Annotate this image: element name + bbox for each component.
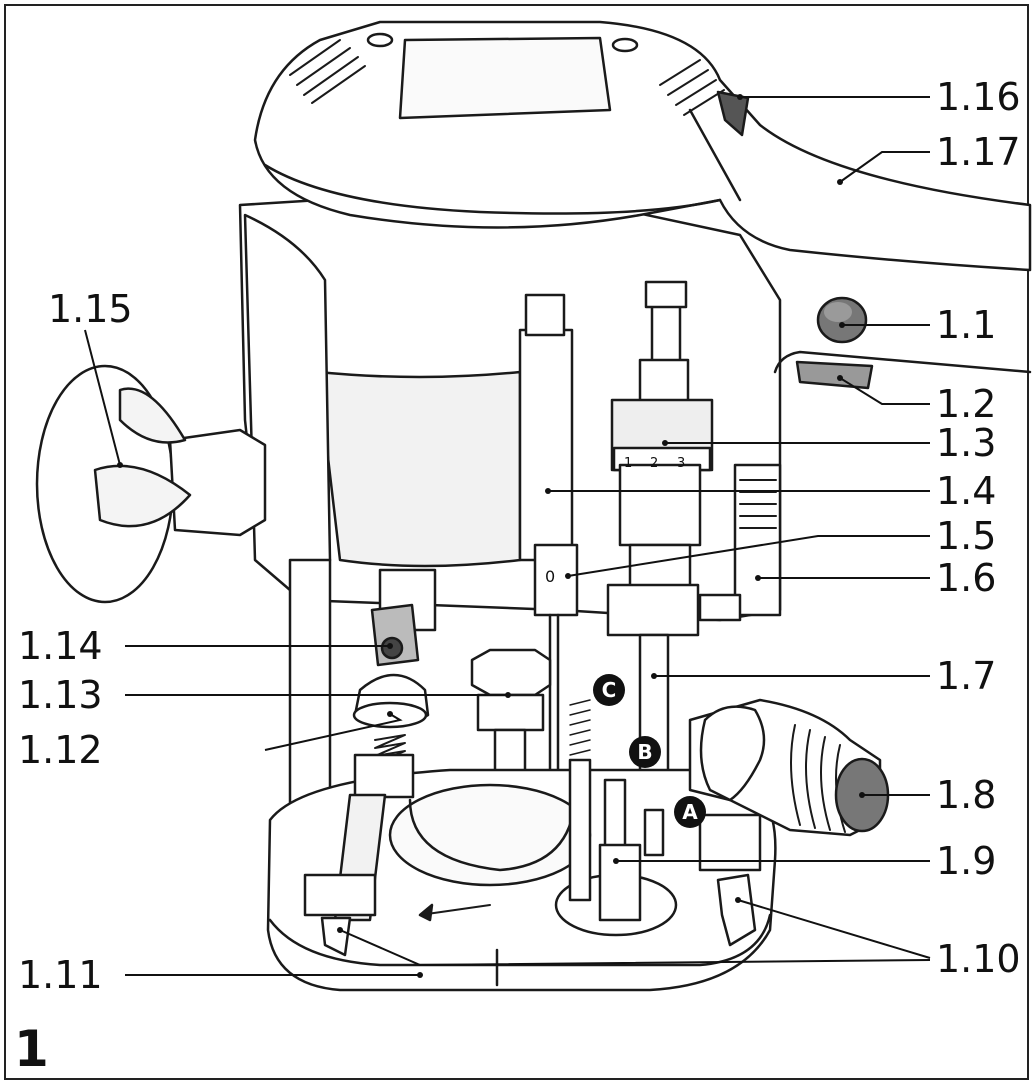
stop-block: [598, 843, 642, 922]
clamp-block: [353, 753, 415, 799]
hood-seam: [688, 108, 742, 202]
clamp-block: [303, 873, 377, 917]
leader-1-10b: [339, 929, 931, 967]
base-plate-rim: [268, 913, 772, 967]
leader-dot: [735, 897, 741, 903]
leader-1-15: [84, 329, 121, 466]
depth-stop-top: [524, 293, 566, 337]
handle-neck: [168, 428, 267, 537]
leader-1-10a: [737, 899, 931, 959]
housing-right-edge: [773, 350, 1032, 374]
leader-dot: [755, 575, 761, 581]
callout-1-11: 1.11: [18, 953, 103, 997]
collet-nut: [470, 648, 552, 697]
callout-1-1: 1.1: [936, 303, 997, 347]
leader-1-2: [839, 377, 930, 405]
leader-dot: [662, 440, 668, 446]
adapter-knob: [699, 705, 766, 802]
housing-side: [243, 213, 332, 592]
callout-1-14: 1.14: [18, 624, 103, 668]
callout-1-13: 1.13: [18, 673, 103, 717]
callout-1-2: 1.2: [936, 382, 997, 426]
leader-dot: [417, 972, 423, 978]
front-shield: [316, 370, 522, 568]
leader-lines: [84, 96, 931, 976]
lever-screw: [698, 593, 742, 622]
hood-top-panel: [398, 36, 612, 120]
stop-screw-mid: [603, 778, 627, 852]
leader-dot: [613, 858, 619, 864]
scale-digit-3: 3: [677, 456, 685, 471]
column-clamp-block: [606, 583, 700, 637]
leader-dot: [565, 573, 571, 579]
leader-dot: [837, 179, 843, 185]
leader-1-17: [839, 151, 930, 183]
leader-dot: [837, 375, 843, 381]
marker-b: [629, 736, 661, 768]
depth-stop-bar: [518, 328, 574, 562]
callout-1-5: 1.5: [936, 514, 997, 558]
marker-c-label: C: [602, 678, 617, 702]
leader-dot: [337, 927, 343, 933]
stop-screw-thread: [569, 699, 591, 756]
callout-1-16: 1.16: [936, 75, 1021, 119]
callout-1-12: 1.12: [18, 728, 103, 772]
adjust-collar: [638, 358, 690, 407]
leader-dot: [387, 711, 393, 717]
hood-screw: [366, 32, 394, 48]
base-stop-right: [716, 873, 757, 947]
marker-a: [674, 796, 706, 828]
hood-ridge: [263, 163, 722, 215]
adjust-spindle-cap: [644, 280, 688, 309]
marker-c: [593, 674, 625, 706]
leader-1-12: [264, 713, 403, 751]
collet-body: [476, 693, 545, 732]
callout-1-3: 1.3: [936, 421, 997, 465]
base-stop-left: [320, 916, 352, 957]
stop-screw-short: [643, 808, 665, 857]
stop-screw-tall: [568, 758, 592, 902]
leader-1-5: [567, 535, 930, 577]
adjust-body: [618, 463, 702, 547]
leader-dot: [651, 673, 657, 679]
callout-1-7: 1.7: [936, 654, 997, 698]
zero-mark: 0: [545, 567, 555, 586]
chip-guard: [408, 798, 577, 872]
leader-dot: [387, 643, 393, 649]
handle-lobe: [93, 464, 192, 528]
callout-1-6: 1.6: [936, 556, 997, 600]
hood-screw: [611, 37, 639, 53]
leader-dot: [505, 692, 511, 698]
callout-1-17: 1.17: [936, 130, 1021, 174]
callout-1-9: 1.9: [936, 839, 997, 883]
lock-button-highlight: [824, 302, 852, 322]
leader-dot: [839, 322, 845, 328]
direction-arrowhead: [418, 903, 434, 922]
leader-dot: [737, 94, 743, 100]
figure-number: 1: [14, 1020, 49, 1078]
callout-1-15: 1.15: [48, 287, 133, 331]
callout-1-4: 1.4: [936, 469, 997, 513]
marker-a-label: A: [682, 800, 698, 824]
callout-1-8: 1.8: [936, 773, 997, 817]
marker-b-label: B: [637, 740, 652, 764]
depth-lock-lever: [733, 463, 782, 617]
leader-dot: [859, 792, 865, 798]
figure-frame: [4, 4, 1029, 1080]
handle-lobe: [118, 387, 187, 444]
depth-stop-pointer: [533, 543, 579, 617]
vent-grille-left: [289, 39, 366, 104]
release-lever: [795, 360, 874, 390]
scale-digit-2: 2: [650, 456, 658, 471]
scale-digit-1: 1: [624, 456, 632, 471]
callout-1-10: 1.10: [936, 937, 1021, 981]
leader-dot: [117, 462, 123, 468]
leader-dot: [545, 488, 551, 494]
